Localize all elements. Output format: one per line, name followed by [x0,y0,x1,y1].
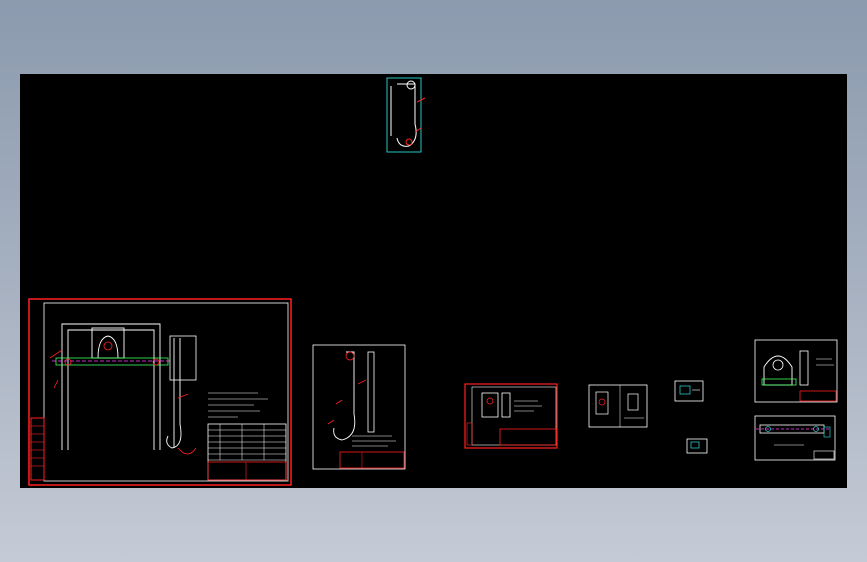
main-assembly-sheet[interactable] [28,298,292,486]
cad-model-space[interactable] [20,74,847,488]
small-part-b-sheet[interactable] [686,438,708,454]
pin-drawing-sheet[interactable] [588,384,648,428]
small-part-a-sheet[interactable] [674,380,704,402]
hook-profile-view[interactable] [385,76,445,158]
hook-detail-sheet[interactable] [312,344,406,470]
shackle-drawing-sheet[interactable] [754,339,838,403]
clamp-drawing-sheet[interactable] [464,383,558,449]
bar-drawing-sheet[interactable] [754,415,836,461]
